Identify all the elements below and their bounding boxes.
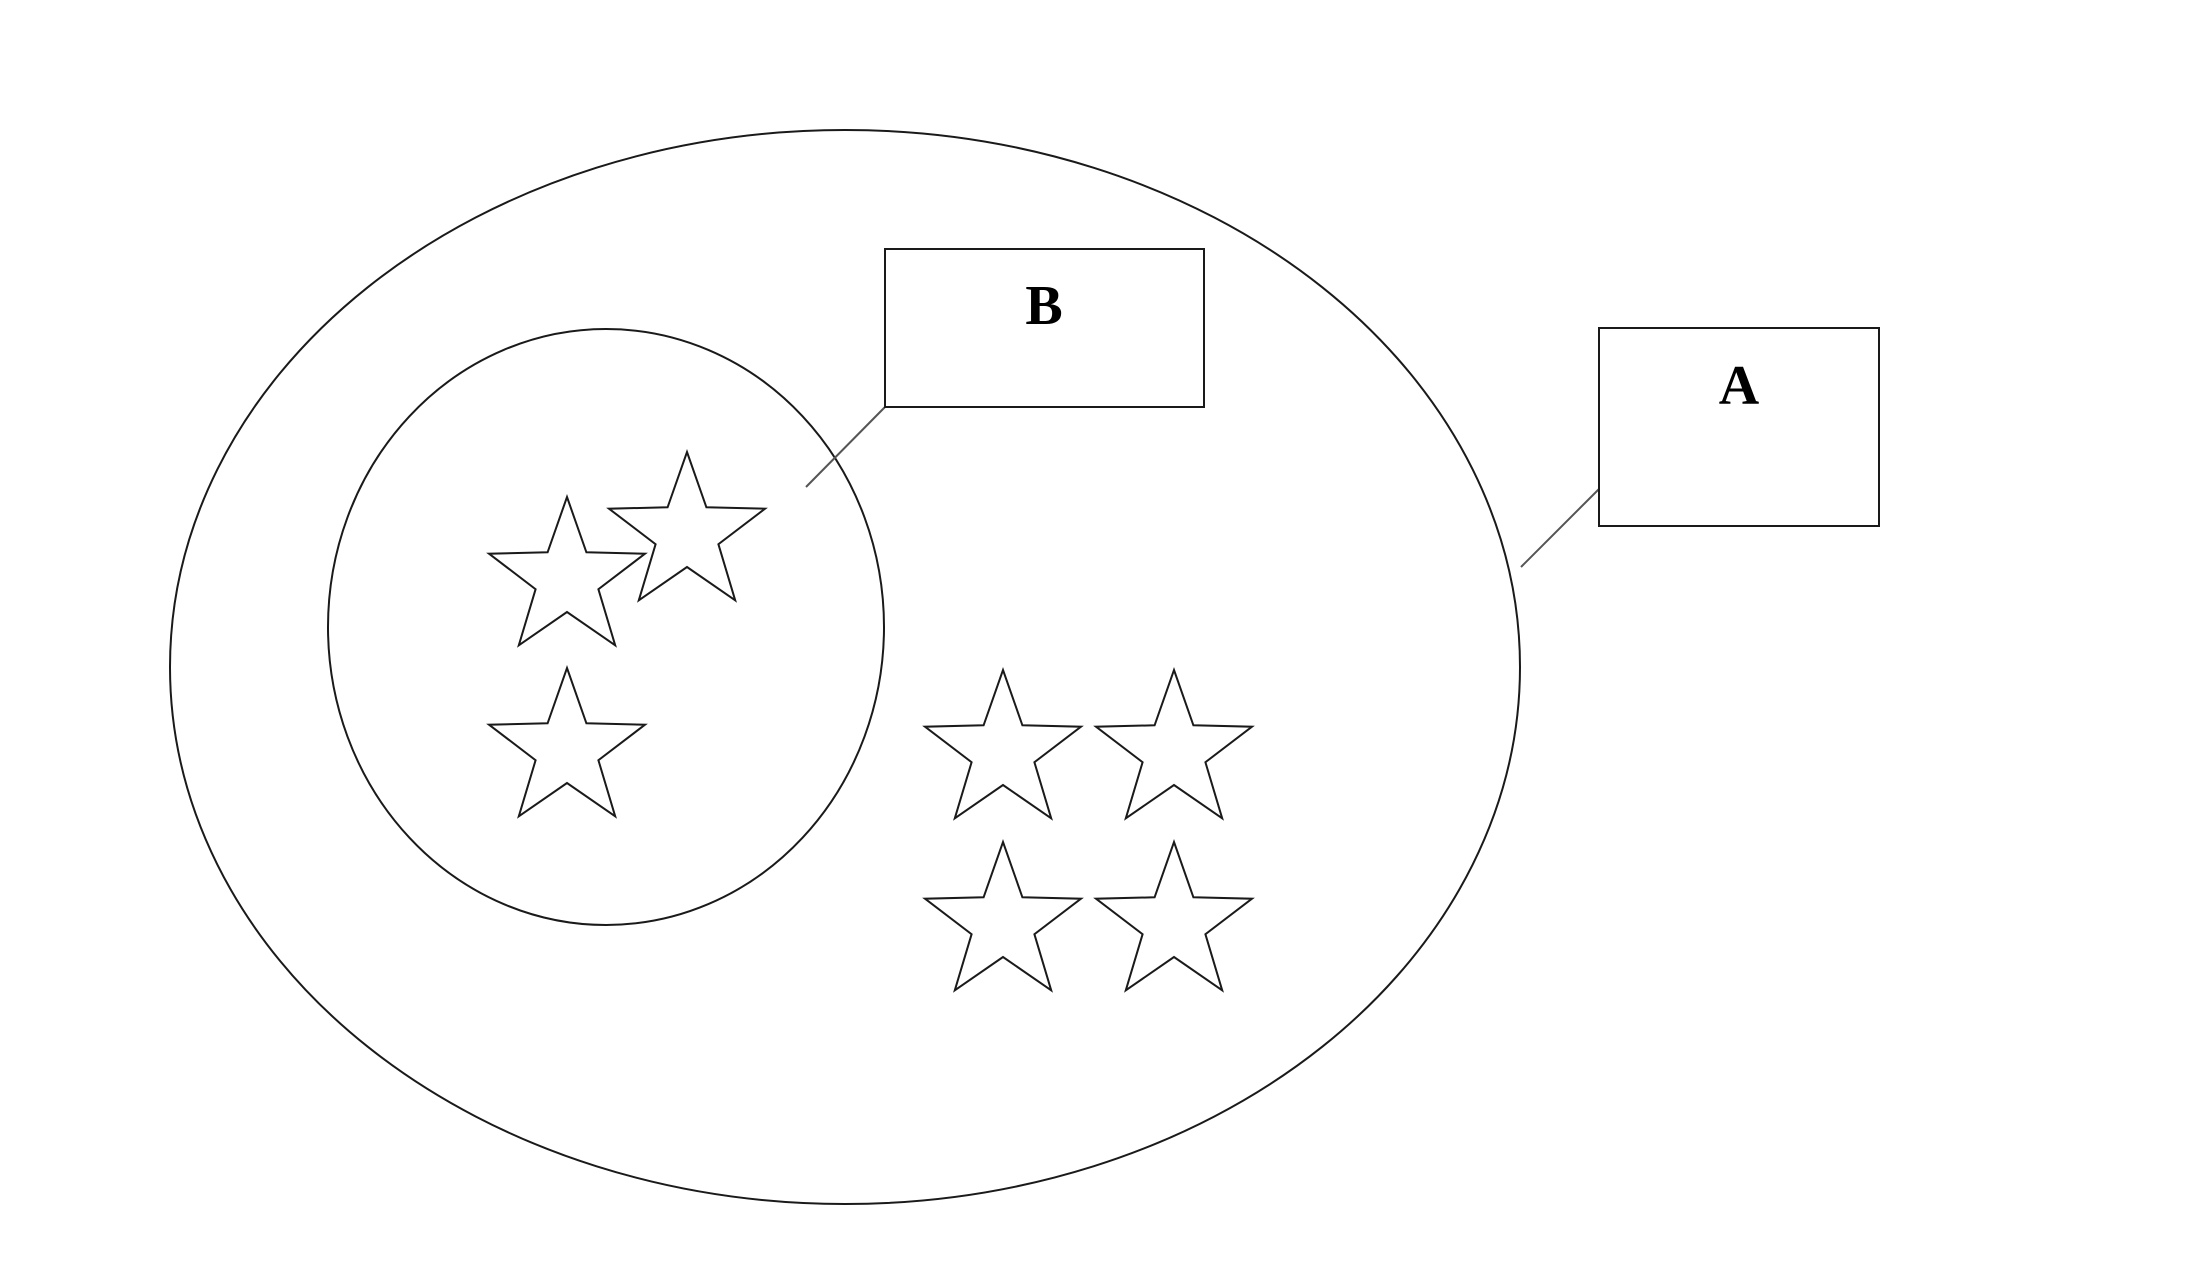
star-icon xyxy=(922,838,1084,993)
star-icon xyxy=(486,493,648,648)
star-icon xyxy=(1093,838,1255,993)
stars-group xyxy=(486,448,1255,993)
star-icon xyxy=(1093,666,1255,821)
set-a-label-box: A xyxy=(1598,327,1880,527)
star-icon xyxy=(486,664,648,819)
star-icon xyxy=(922,666,1084,821)
set-a-label: A xyxy=(1719,355,1760,417)
set-b-label-box: B xyxy=(884,248,1205,408)
set-b-label: B xyxy=(1025,275,1062,337)
set-b-leader-line xyxy=(805,406,886,488)
star-icon xyxy=(606,448,768,603)
set-a-leader-line xyxy=(1520,488,1600,568)
